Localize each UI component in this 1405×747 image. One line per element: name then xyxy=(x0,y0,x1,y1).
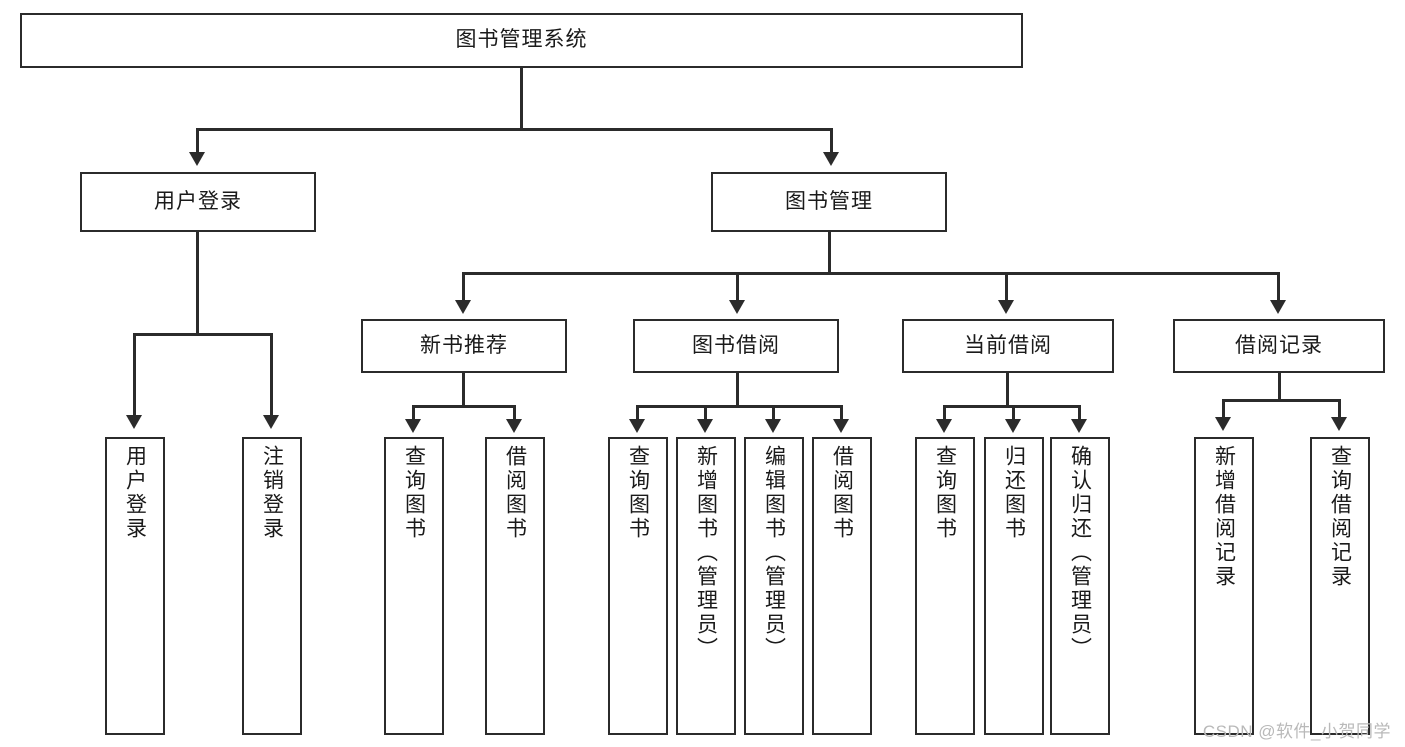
arrow-user-login-to-leaf-1 xyxy=(126,415,142,429)
node-root-book-management-system[interactable]: 图书管理系统 xyxy=(20,13,1023,68)
leaf-book-borrow-borrow-book[interactable]: 借阅图书 xyxy=(812,437,872,735)
node-borrow-record[interactable]: 借阅记录 xyxy=(1173,319,1385,373)
connector-bm-to-borrow-record xyxy=(1277,272,1280,302)
node-label: 图书管理系统 xyxy=(455,28,588,52)
arrow-bm-to-book-borrow xyxy=(729,300,745,314)
connector-new-book-to-leaf-1 xyxy=(412,405,415,421)
node-label: 新增借阅记录 xyxy=(1212,445,1236,589)
arrow-root-to-user-login xyxy=(189,152,205,166)
connector-book-borrow-bus xyxy=(636,405,843,408)
leaf-current-borrow-return-book[interactable]: 归还图书 xyxy=(984,437,1044,735)
node-user-login[interactable]: 用户登录 xyxy=(80,172,316,232)
connector-cb-to-leaf-3 xyxy=(1078,405,1081,421)
connector-bm-to-current-borrow xyxy=(1005,272,1008,302)
connector-new-book-bus xyxy=(412,405,516,408)
node-label: 注销登录 xyxy=(260,445,284,541)
connector-book-management-stem xyxy=(828,232,831,275)
csdn-watermark: CSDN @软件_小贺同学 xyxy=(1202,722,1391,741)
node-label: 查询借阅记录 xyxy=(1328,445,1352,589)
leaf-user-login-login[interactable]: 用户登录 xyxy=(105,437,165,735)
node-label: 查询图书 xyxy=(626,445,650,541)
arrow-br-to-leaf-2 xyxy=(1331,417,1347,431)
connector-root-bus xyxy=(196,128,833,131)
arrow-bb-to-leaf-4 xyxy=(833,419,849,433)
node-label: 用户登录 xyxy=(154,189,242,213)
leaf-new-book-borrow-book[interactable]: 借阅图书 xyxy=(485,437,545,735)
leaf-book-borrow-query-book[interactable]: 查询图书 xyxy=(608,437,668,735)
node-label: 用户登录 xyxy=(123,445,147,541)
leaf-borrow-record-query-record[interactable]: 查询借阅记录 xyxy=(1310,437,1370,735)
node-label: 图书借阅 xyxy=(692,333,780,357)
arrow-bb-to-leaf-2 xyxy=(697,419,713,433)
connector-current-borrow-stem xyxy=(1006,373,1009,407)
node-label: 借阅图书 xyxy=(503,445,527,541)
node-label: 查询图书 xyxy=(933,445,957,541)
connector-book-management-bus xyxy=(462,272,1280,275)
connector-new-book-to-leaf-2 xyxy=(513,405,516,421)
arrow-new-book-to-leaf-1 xyxy=(405,419,421,433)
connector-new-book-stem xyxy=(462,373,465,407)
connector-current-borrow-bus xyxy=(943,405,1080,408)
connector-bm-to-book-borrow xyxy=(736,272,739,302)
arrow-bm-to-new-book xyxy=(455,300,471,314)
connector-cb-to-leaf-2 xyxy=(1012,405,1015,421)
arrow-new-book-to-leaf-2 xyxy=(506,419,522,433)
arrow-bb-to-leaf-1 xyxy=(629,419,645,433)
arrow-bm-to-borrow-record xyxy=(1270,300,1286,314)
arrow-cb-to-leaf-2 xyxy=(1005,419,1021,433)
connector-user-login-bus xyxy=(133,333,273,336)
node-label: 图书管理 xyxy=(785,189,873,213)
leaf-new-book-query-book[interactable]: 查询图书 xyxy=(384,437,444,735)
connector-bb-to-leaf-2 xyxy=(704,405,707,421)
connector-root-to-user-login xyxy=(196,128,199,154)
connector-bb-to-leaf-3 xyxy=(772,405,775,421)
arrow-cb-to-leaf-3 xyxy=(1071,419,1087,433)
arrow-br-to-leaf-1 xyxy=(1215,417,1231,431)
connector-book-borrow-stem xyxy=(736,373,739,407)
connector-borrow-record-bus xyxy=(1222,399,1341,402)
arrow-bm-to-current-borrow xyxy=(998,300,1014,314)
node-label: 借阅记录 xyxy=(1235,333,1323,357)
connector-cb-to-leaf-1 xyxy=(943,405,946,421)
leaf-user-login-logout[interactable]: 注销登录 xyxy=(242,437,302,735)
leaf-current-borrow-confirm-return-admin[interactable]: 确认归还（管理员） xyxy=(1050,437,1110,735)
connector-user-login-to-leaf-2 xyxy=(270,333,273,417)
leaf-borrow-record-add-record[interactable]: 新增借阅记录 xyxy=(1194,437,1254,735)
connector-bb-to-leaf-1 xyxy=(636,405,639,421)
node-book-management[interactable]: 图书管理 xyxy=(711,172,947,232)
arrow-cb-to-leaf-1 xyxy=(936,419,952,433)
node-label: 当前借阅 xyxy=(964,333,1052,357)
leaf-book-borrow-edit-book-admin[interactable]: 编辑图书（管理员） xyxy=(744,437,804,735)
node-label: 确认归还（管理员） xyxy=(1068,445,1092,661)
node-label: 新书推荐 xyxy=(420,333,508,357)
node-label: 编辑图书（管理员） xyxy=(762,445,786,661)
connector-root-to-book-management xyxy=(830,128,833,154)
leaf-current-borrow-query-book[interactable]: 查询图书 xyxy=(915,437,975,735)
arrow-bb-to-leaf-3 xyxy=(765,419,781,433)
connector-bm-to-new-book xyxy=(462,272,465,302)
arrow-root-to-book-management xyxy=(823,152,839,166)
connector-borrow-record-stem xyxy=(1278,373,1281,401)
connector-user-login-to-leaf-1 xyxy=(133,333,136,417)
connector-root-stem xyxy=(520,68,523,130)
arrow-user-login-to-leaf-2 xyxy=(263,415,279,429)
node-label: 归还图书 xyxy=(1002,445,1026,541)
connector-br-to-leaf-2 xyxy=(1338,399,1341,419)
node-label: 查询图书 xyxy=(402,445,426,541)
node-label: 借阅图书 xyxy=(830,445,854,541)
connector-bb-to-leaf-4 xyxy=(840,405,843,421)
node-new-book-recommend[interactable]: 新书推荐 xyxy=(361,319,567,373)
connector-user-login-stem xyxy=(196,232,199,336)
node-book-borrow[interactable]: 图书借阅 xyxy=(633,319,839,373)
leaf-book-borrow-add-book-admin[interactable]: 新增图书（管理员） xyxy=(676,437,736,735)
node-current-borrow[interactable]: 当前借阅 xyxy=(902,319,1114,373)
connector-br-to-leaf-1 xyxy=(1222,399,1225,419)
node-label: 新增图书（管理员） xyxy=(694,445,718,661)
